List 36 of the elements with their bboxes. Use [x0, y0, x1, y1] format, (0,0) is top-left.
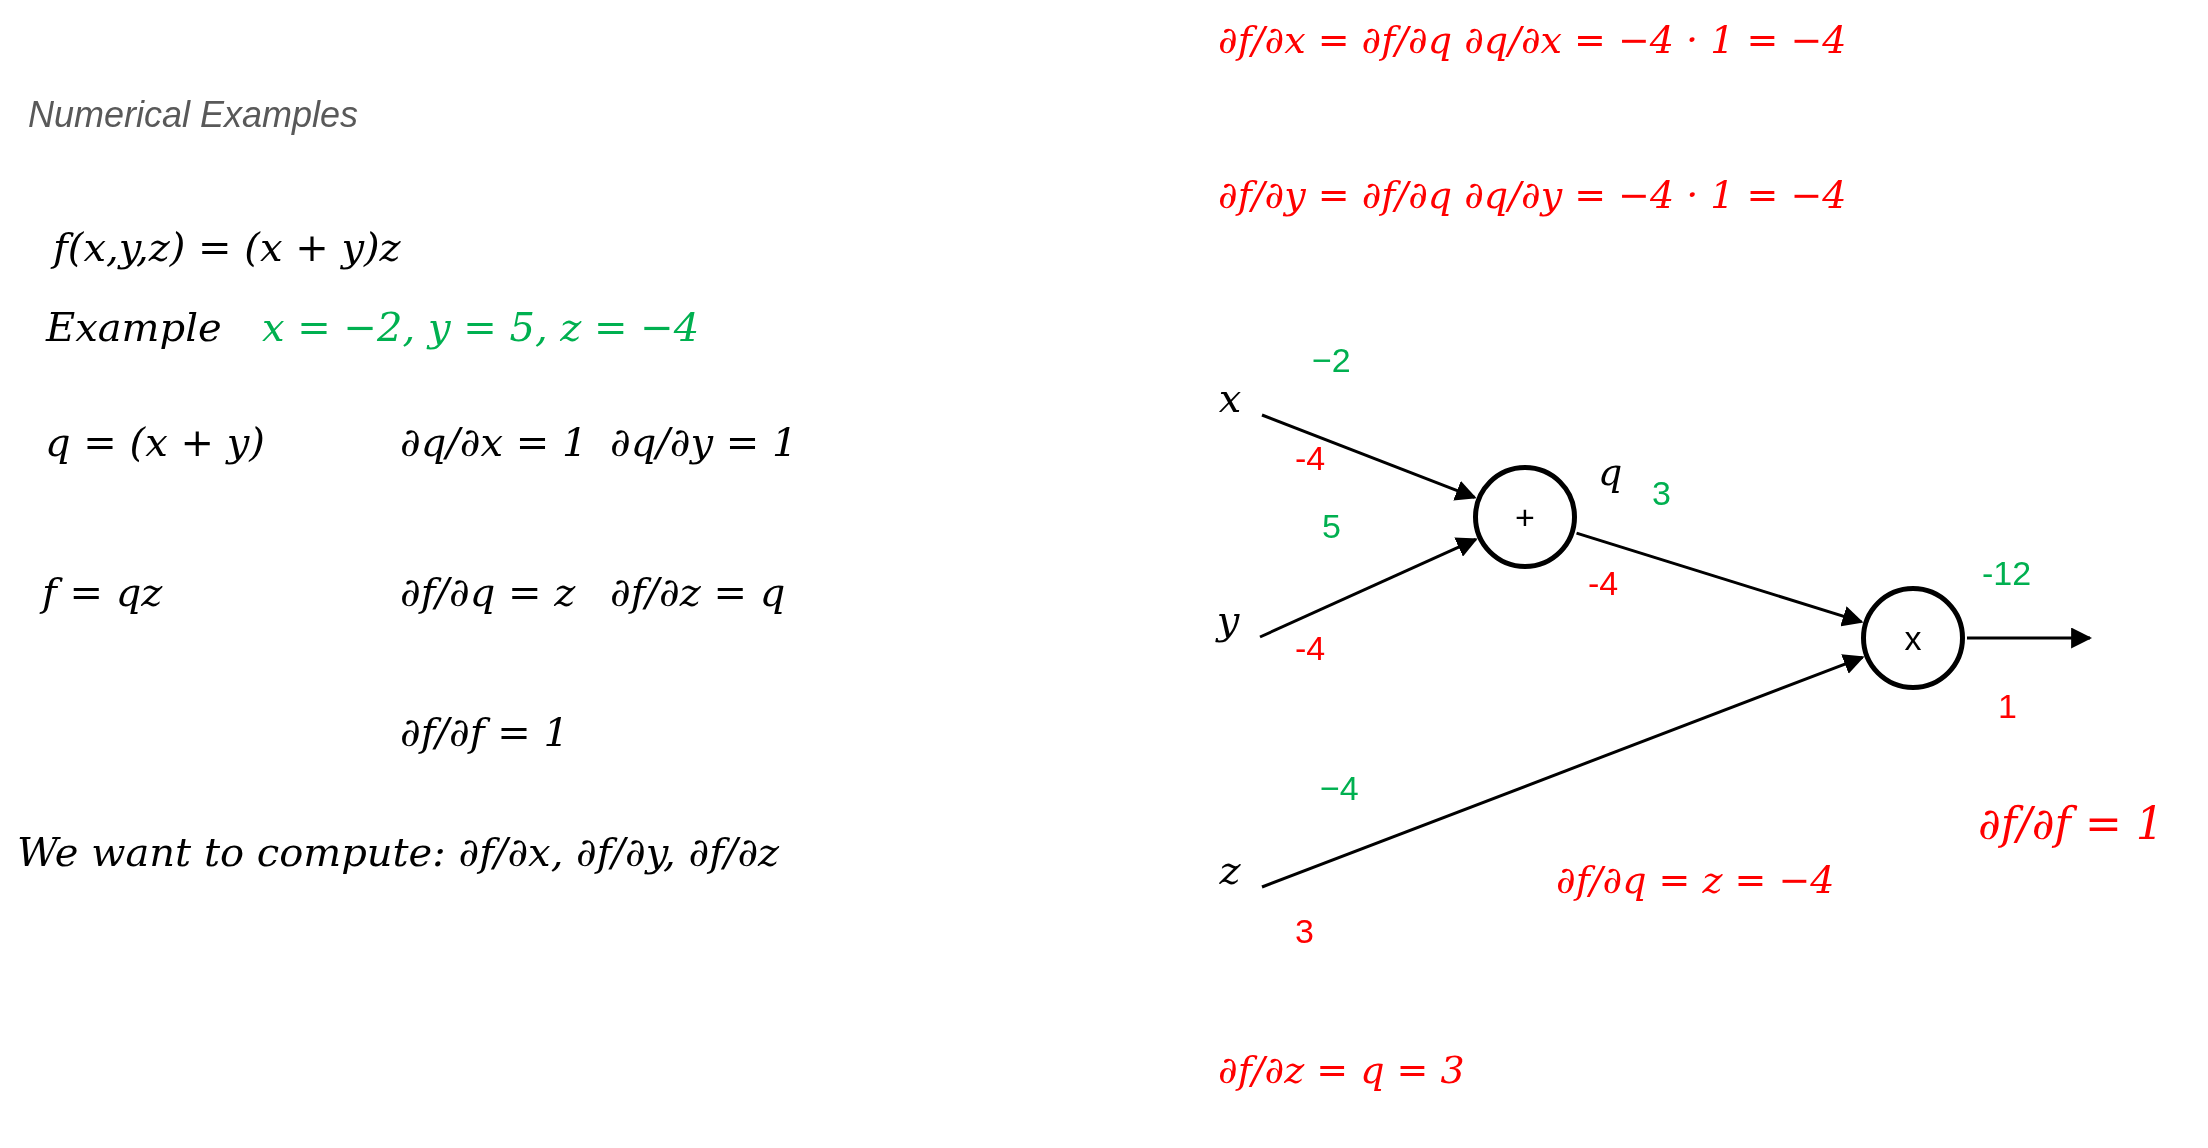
formula: q = (x + y): [45, 420, 265, 464]
formula-text: Example: [46, 305, 222, 349]
formula: ∂f/∂x = ∂f/∂q ∂q/∂x = −4 · 1 = −4: [1218, 20, 1847, 62]
arrow: [1261, 654, 1865, 889]
gradient-value: 3: [1295, 913, 1314, 951]
edge-label: −2: [1312, 342, 1351, 380]
formula: x = −2, y = 5, z = −4: [262, 305, 700, 349]
formula: ∂f/∂f = 1: [1978, 800, 2164, 849]
arrow: [1576, 531, 1864, 627]
gradient-value: 1: [1998, 688, 2017, 726]
formula: ∂q/∂x = 1: [400, 420, 588, 464]
edge-label: 5: [1322, 508, 1341, 546]
arrow: [1259, 537, 1478, 639]
gradient-value: -4: [1295, 630, 1326, 668]
formula: ∂f/∂f = 1: [400, 710, 569, 754]
formula: ∂f/∂q = z = −4: [1556, 860, 1835, 902]
edge-label: −4: [1320, 770, 1359, 808]
operation-circle: x: [1861, 586, 1965, 690]
formula: ∂f/∂z = q: [610, 570, 786, 614]
variable-name: q: [1598, 452, 1623, 494]
formula: ∂q/∂y = 1: [610, 420, 798, 464]
edge-label: 3: [1652, 475, 1671, 513]
edge-label: -12: [1982, 555, 2032, 593]
input-variable: z: [1210, 845, 1250, 895]
heading: Numerical Examples: [28, 95, 359, 135]
formula: ∂f/∂y = ∂f/∂q ∂q/∂y = −4 · 1 = −4: [1218, 175, 1847, 217]
formula: ∂f/∂z = q = 3: [1218, 1050, 1465, 1092]
gradient-value: -4: [1588, 565, 1619, 603]
arrow: [1261, 413, 1477, 501]
formula: We want to compute: ∂f/∂x, ∂f/∂y, ∂f/∂z: [17, 830, 780, 874]
arrow: [1967, 627, 2093, 649]
input-variable: x: [1210, 373, 1250, 423]
formula: ∂f/∂q = z: [400, 570, 576, 614]
input-variable: y: [1208, 595, 1248, 645]
gradient-value: -4: [1295, 440, 1326, 478]
operation-circle: +: [1473, 465, 1577, 569]
